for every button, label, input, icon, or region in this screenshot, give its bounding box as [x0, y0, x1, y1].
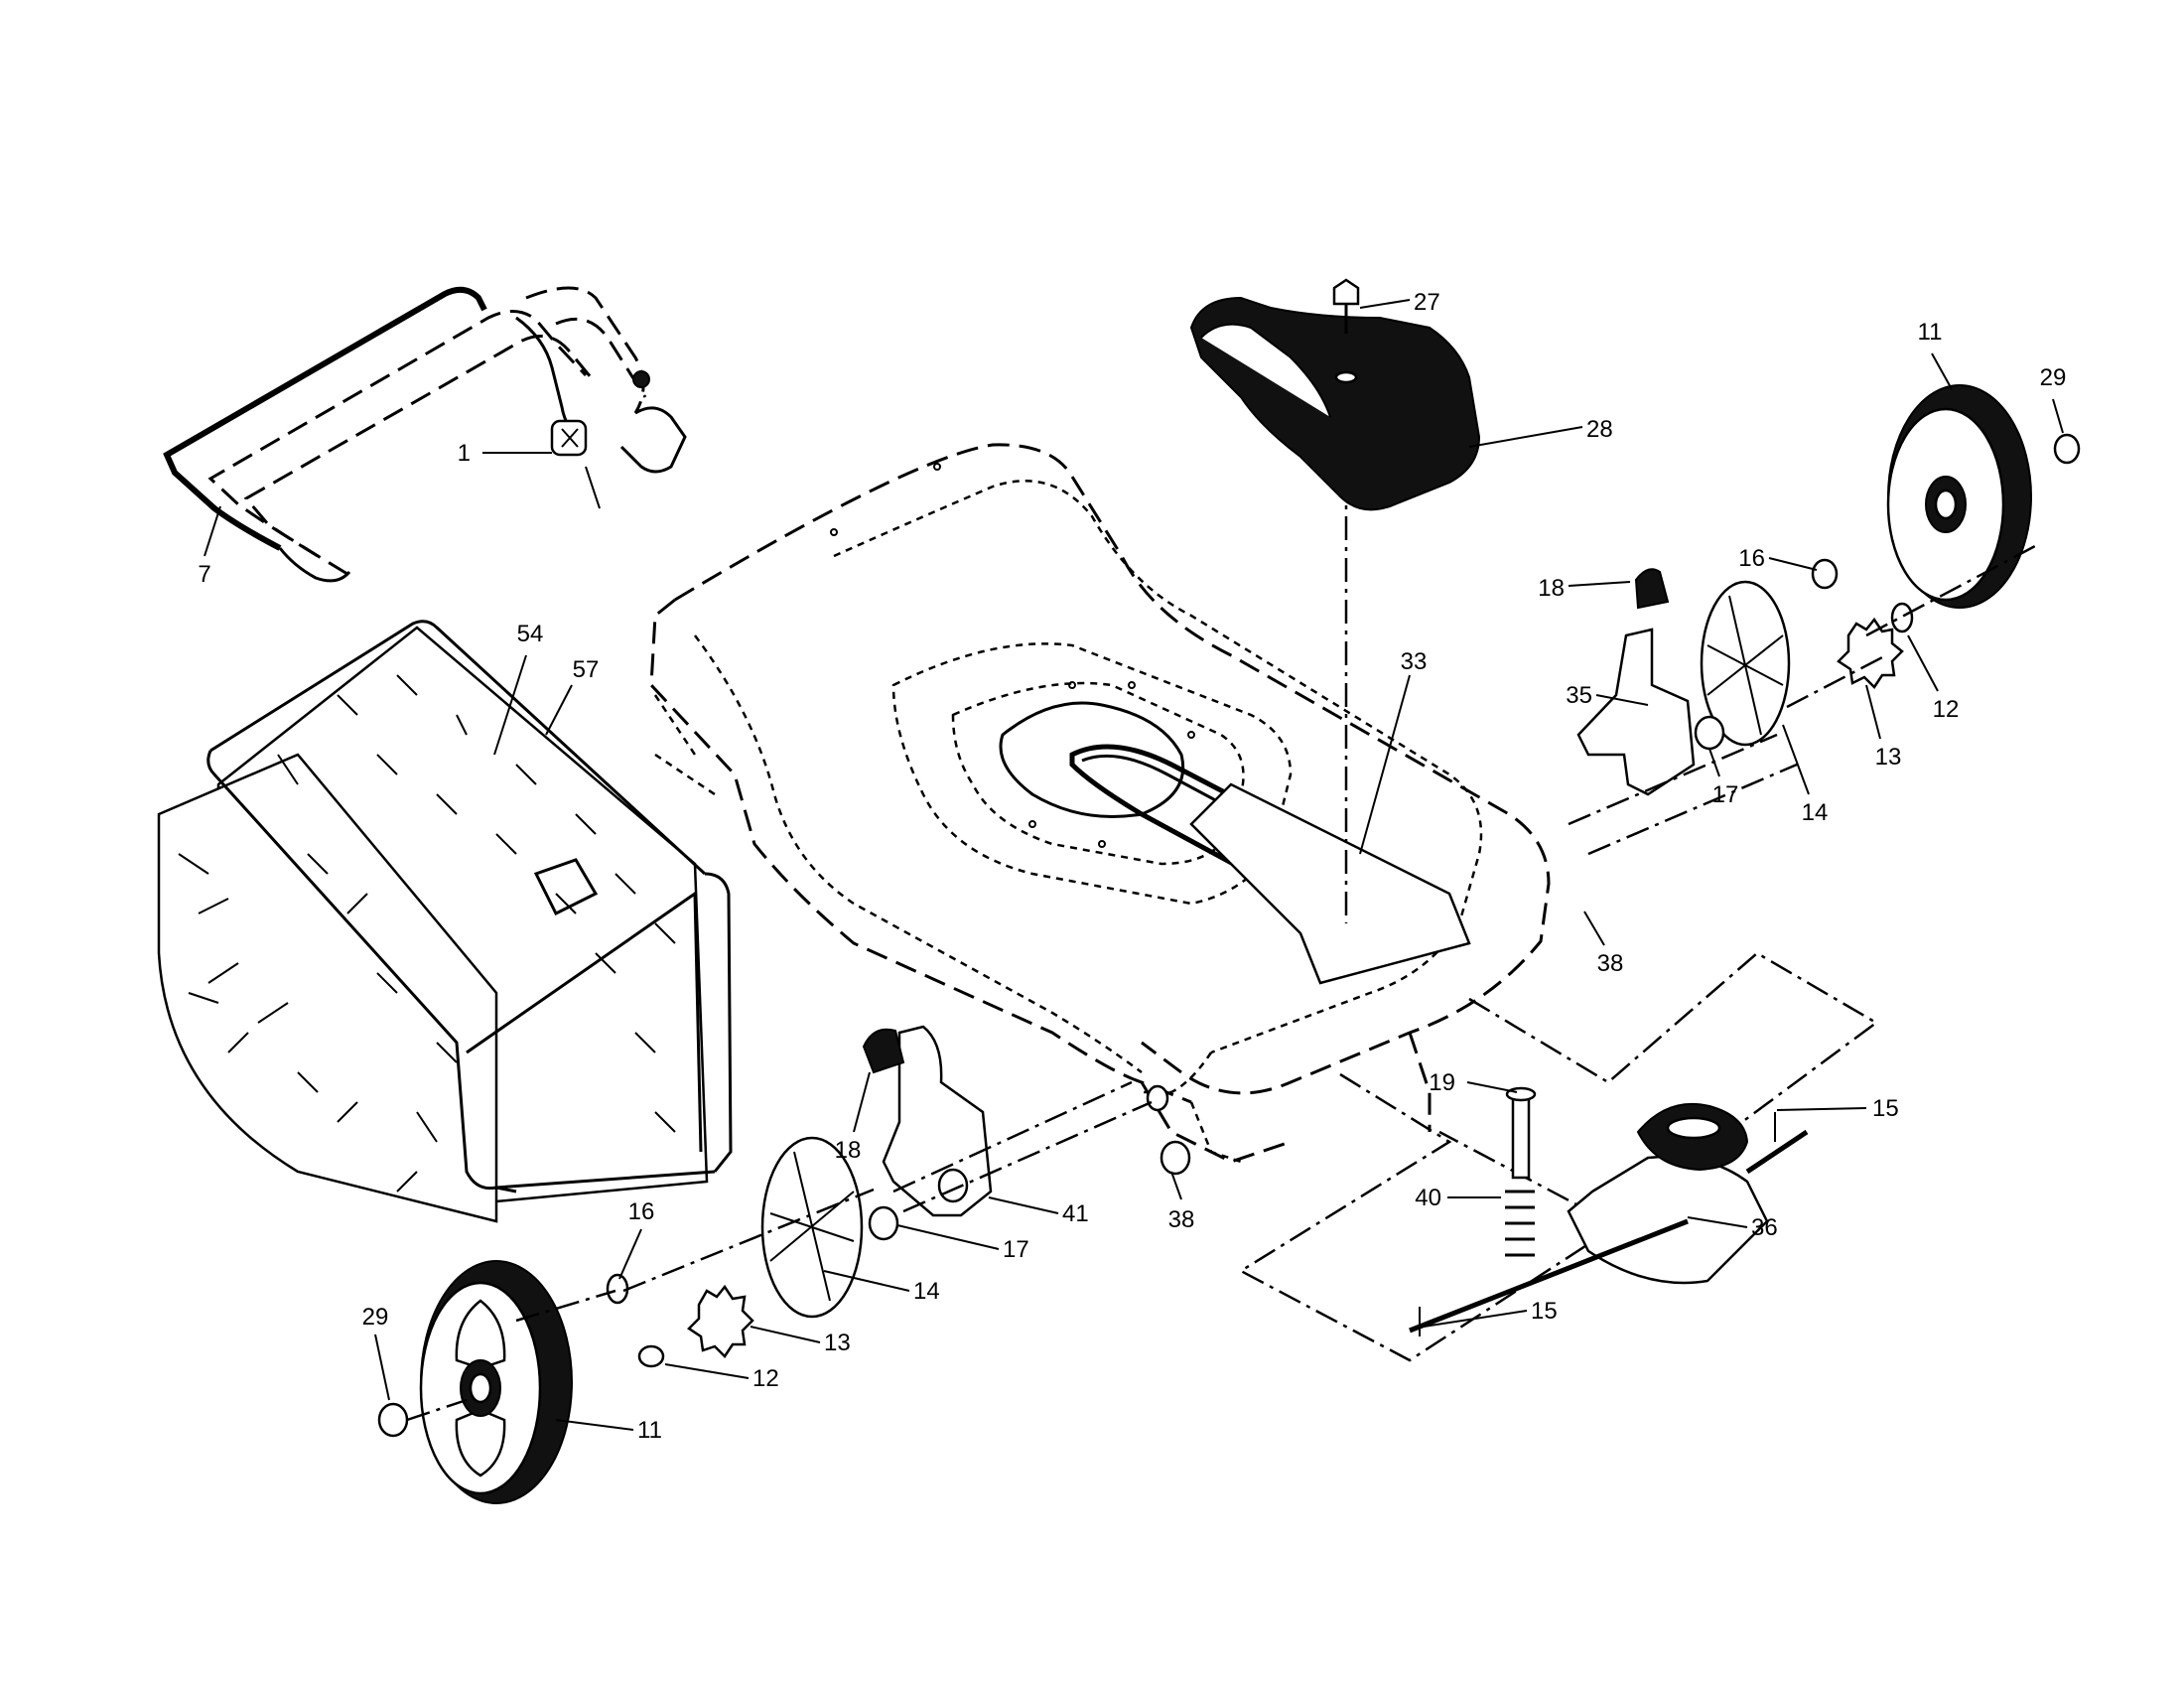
callout-14-right: 14	[1802, 799, 1829, 826]
callout-33: 33	[1401, 648, 1428, 675]
callout-38-right: 38	[1597, 950, 1624, 977]
callout-11-left: 11	[637, 1417, 662, 1444]
callout-16-left: 16	[628, 1198, 655, 1225]
callout-17-right: 17	[1712, 781, 1739, 808]
callout-35: 35	[1566, 682, 1592, 709]
callout-57: 57	[573, 656, 600, 683]
mower-deck	[649, 443, 1551, 1164]
callout-labels: 1 7 54 57 27 28 11 29 16 18 33 35 12 13 …	[198, 289, 2066, 1444]
front-left-wheel-assembly	[377, 1025, 1191, 1504]
callout-15-right: 15	[1872, 1095, 1899, 1122]
callout-12-left: 12	[752, 1365, 779, 1392]
callout-1: 1	[458, 440, 471, 467]
callout-12-right: 12	[1933, 696, 1960, 723]
callout-27: 27	[1414, 289, 1440, 316]
callout-17-left: 17	[1003, 1236, 1029, 1263]
callout-16-right: 16	[1738, 545, 1765, 572]
drive-cover	[1189, 278, 1481, 511]
callout-15-left: 15	[1531, 1298, 1558, 1325]
leader-lines	[204, 299, 2064, 1431]
callout-28: 28	[1586, 416, 1613, 443]
transmission-assembly	[1238, 951, 1879, 1362]
callout-19: 19	[1429, 1069, 1455, 1096]
callout-13-right: 13	[1875, 744, 1902, 771]
callout-41: 41	[1062, 1200, 1089, 1227]
callout-54: 54	[517, 621, 544, 647]
callout-29-left: 29	[362, 1304, 389, 1331]
callout-7: 7	[198, 561, 210, 588]
callout-11-right: 11	[1918, 319, 1943, 346]
callout-18-left: 18	[835, 1137, 862, 1164]
callout-36: 36	[1751, 1214, 1778, 1241]
handle-assembly	[163, 286, 687, 583]
callout-18-right: 18	[1538, 575, 1565, 602]
callout-13-left: 13	[824, 1330, 851, 1356]
callout-40: 40	[1415, 1185, 1441, 1211]
rear-right-wheel-assembly	[1568, 384, 2081, 856]
grass-bag	[157, 620, 733, 1223]
callout-14-left: 14	[913, 1278, 940, 1305]
callout-38-left: 38	[1168, 1206, 1195, 1233]
callout-29-right: 29	[2040, 364, 2067, 391]
